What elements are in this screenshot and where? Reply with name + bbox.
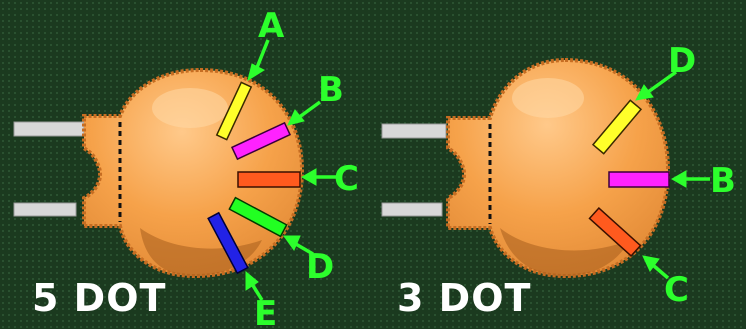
lead-wire-bottom	[14, 203, 76, 216]
dot-c	[238, 172, 300, 187]
dot-label-d: D	[668, 41, 696, 81]
dot-label-a: A	[258, 6, 285, 46]
dot-label-b: B	[318, 70, 344, 110]
dot-label-c: C	[334, 159, 359, 199]
lead-wire-top	[382, 124, 446, 138]
body-highlight	[152, 88, 228, 128]
dot-label-b: B	[710, 161, 736, 201]
arrow-b	[672, 171, 710, 187]
arrow-a	[248, 40, 268, 80]
component-3-dot: D B C	[382, 41, 736, 310]
arrow-b	[288, 102, 320, 125]
body-highlight	[512, 78, 584, 118]
lead-wire-top	[14, 122, 84, 136]
arrow-c	[302, 169, 336, 185]
dot-label-c: C	[664, 270, 689, 310]
dot-b	[609, 172, 669, 187]
caption-5-dot: 5 DOT	[32, 276, 166, 320]
lead-wire-bottom	[382, 203, 442, 216]
caption-3-dot: 3 DOT	[397, 276, 531, 320]
dot-label-e: E	[254, 294, 277, 329]
dot-label-d: D	[306, 247, 334, 287]
